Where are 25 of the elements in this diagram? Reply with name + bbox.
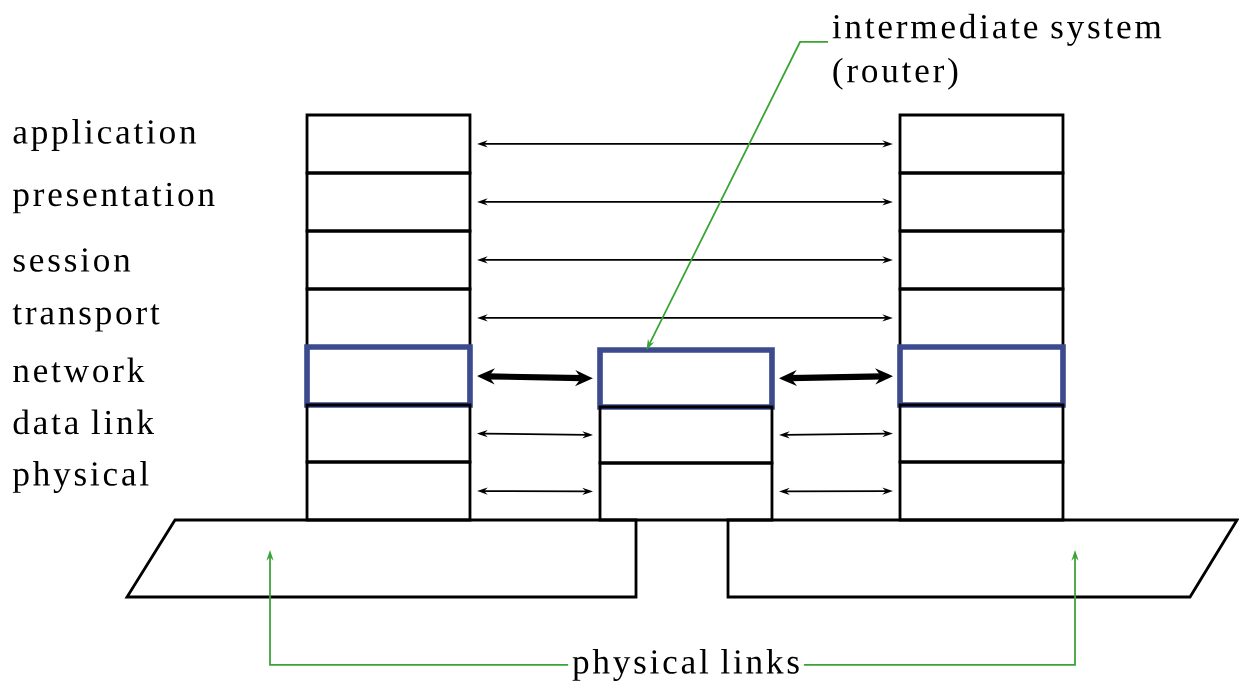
- layer-label: presentation: [12, 182, 215, 214]
- layer-label: data link: [13, 409, 154, 435]
- link-parallelogram: [726, 518, 1239, 599]
- layer-box: [897, 344, 1066, 408]
- layer-box: [305, 460, 472, 522]
- layer-label: network: [13, 357, 145, 383]
- layer-box: [598, 461, 774, 522]
- text-label: intermediate system (router): [832, 13, 1162, 90]
- layer-box: [305, 171, 472, 233]
- layer-box: [898, 460, 1065, 522]
- layer-box: [305, 229, 472, 291]
- layer-box: [304, 344, 473, 408]
- layer-box: [305, 403, 472, 464]
- layer-label: physical: [12, 461, 149, 493]
- layer-box: [898, 113, 1065, 175]
- text-label: physical links: [572, 649, 799, 681]
- layer-box: [898, 403, 1065, 464]
- layer-label: session: [13, 248, 131, 272]
- layer-box: [898, 229, 1065, 291]
- layer-box: [305, 113, 472, 175]
- layer-box: [898, 171, 1065, 233]
- layer-label: application: [13, 119, 197, 151]
- layer-box: [597, 347, 775, 410]
- layer-label: transport: [12, 304, 160, 332]
- layer-box: [598, 405, 774, 465]
